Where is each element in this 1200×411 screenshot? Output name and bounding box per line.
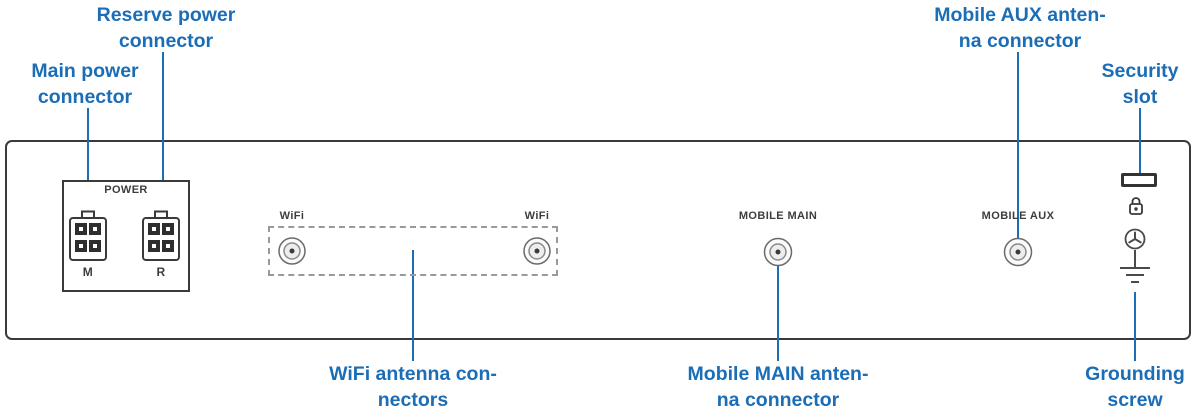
callout-security-slot: Security slot bbox=[1102, 58, 1179, 110]
callout-line: Security bbox=[1101, 60, 1179, 82]
callout-line: Main power bbox=[31, 60, 139, 82]
callout-reserve-power-connector: Reserve power connector bbox=[97, 2, 236, 54]
mobile-aux-label: MOBILE AUX bbox=[981, 210, 1055, 222]
callout-mobile-main-antenna-connector: Mobile MAIN anten- na connector bbox=[688, 361, 869, 411]
mobile-main-label: MOBILE MAIN bbox=[738, 210, 818, 222]
device-rear-panel bbox=[5, 140, 1191, 340]
callout-line: nectors bbox=[377, 389, 449, 411]
leader-line-mobile-main bbox=[777, 262, 779, 361]
callout-line: Mobile AUX anten- bbox=[934, 4, 1106, 26]
leader-line-main-power bbox=[87, 108, 89, 212]
callout-line: connector bbox=[37, 86, 133, 108]
callout-line: na connector bbox=[716, 389, 840, 411]
leader-line-security-slot bbox=[1139, 108, 1141, 173]
callout-main-power-connector: Main power connector bbox=[31, 58, 138, 110]
security-slot-icon bbox=[1121, 173, 1157, 187]
main-power-connector-icon bbox=[68, 210, 108, 267]
wifi-antenna-dashed-outline bbox=[268, 226, 558, 276]
callout-wifi-antenna-connectors: WiFi antenna con- nectors bbox=[329, 361, 497, 411]
wifi-right-connector-icon bbox=[522, 236, 552, 271]
callout-line: slot bbox=[1122, 86, 1158, 108]
callout-mobile-aux-antenna-connector: Mobile AUX anten- na connector bbox=[934, 2, 1106, 54]
wifi-left-connector-icon bbox=[277, 236, 307, 271]
leader-line-wifi bbox=[412, 250, 414, 361]
callout-line: Mobile MAIN anten- bbox=[687, 363, 869, 385]
connector-m-label: M bbox=[82, 265, 94, 279]
leader-line-grounding bbox=[1134, 292, 1136, 361]
leader-line-reserve-power bbox=[162, 52, 164, 212]
mobile-main-connector-icon bbox=[763, 237, 793, 272]
callout-line: connector bbox=[118, 30, 214, 52]
power-section-label: POWER bbox=[104, 184, 148, 196]
callout-line: na connector bbox=[958, 30, 1082, 52]
wifi-left-label: WiFi bbox=[279, 210, 305, 222]
callout-line: screw bbox=[1107, 389, 1163, 411]
callout-line: Reserve power bbox=[96, 4, 236, 26]
grounding-screw-icon bbox=[1115, 228, 1155, 295]
leader-line-mobile-aux bbox=[1017, 52, 1019, 238]
callout-line: WiFi antenna con- bbox=[329, 363, 497, 385]
mobile-aux-connector-icon bbox=[1003, 237, 1033, 272]
connector-r-label: R bbox=[156, 265, 166, 279]
lock-icon bbox=[1128, 195, 1144, 221]
wifi-right-label: WiFi bbox=[524, 210, 550, 222]
reserve-power-connector-icon bbox=[141, 210, 181, 267]
callout-grounding-screw: Grounding screw bbox=[1085, 361, 1185, 411]
callout-line: Grounding bbox=[1085, 363, 1185, 385]
